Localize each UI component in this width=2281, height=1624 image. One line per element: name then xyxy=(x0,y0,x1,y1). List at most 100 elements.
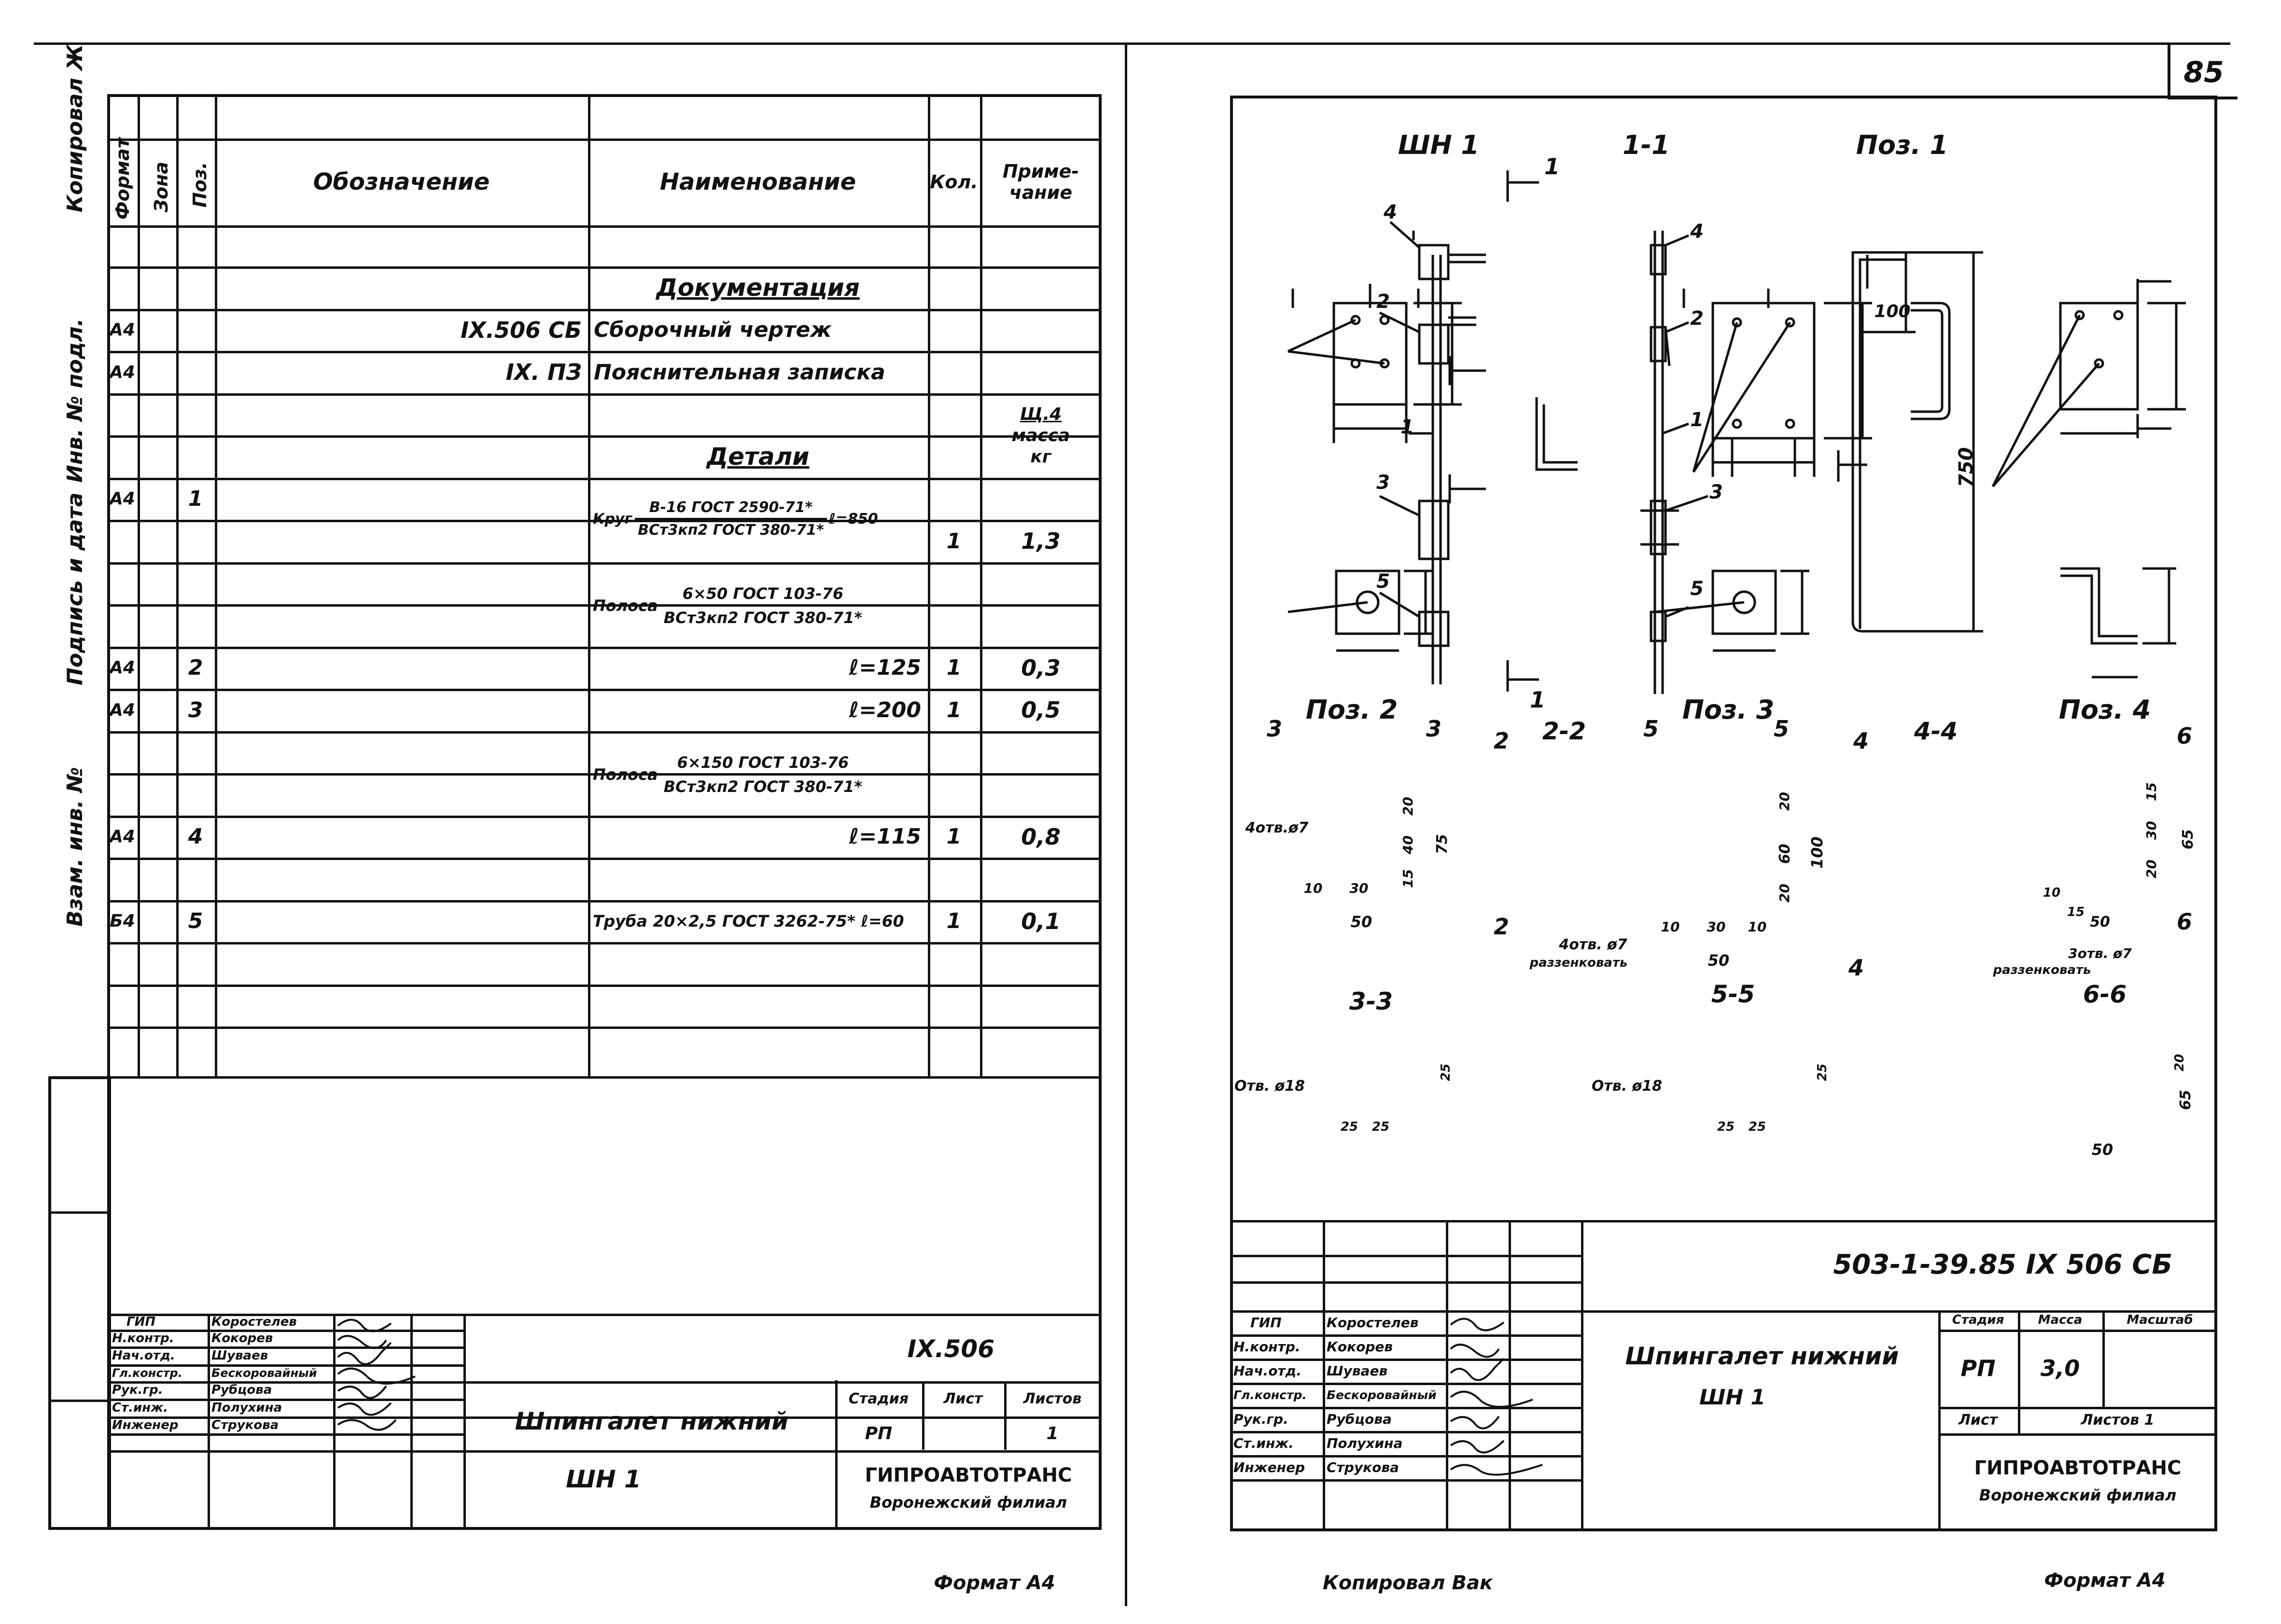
callout-2-assembly: 2 xyxy=(1376,291,1390,313)
right-title-l2: ШН 1 xyxy=(1699,1385,1766,1410)
p1-qty: 1 xyxy=(946,528,962,554)
pos2-dim-10: 10 xyxy=(1303,880,1323,896)
p2-format: А4 xyxy=(110,658,135,678)
right-scale-h: Масштаб xyxy=(2127,1313,2193,1327)
pos3-dim-20b: 20 xyxy=(1777,884,1792,902)
p3-format: А4 xyxy=(110,700,135,720)
cut-1-bottom: 1 xyxy=(1529,687,1545,713)
label-sec44: 4-4 xyxy=(1914,717,1958,745)
strip1-top: 6×50 ГОСТ 103-76 xyxy=(660,584,866,607)
callout-2-section: 2 xyxy=(1690,307,1704,330)
section-4-4-view xyxy=(1911,302,1951,420)
r1-designation: IX.506 СБ xyxy=(461,317,582,343)
strip2-top: 6×150 ГОСТ 103-76 xyxy=(660,753,866,776)
callout-3-section: 3 xyxy=(1709,481,1723,503)
hdr-qty: Кол. xyxy=(930,171,978,193)
pos3-holes: 4отв. ø7 xyxy=(1559,936,1627,953)
s33-hole: Отв. ø18 xyxy=(1234,1077,1305,1095)
right-name-6: Струкова xyxy=(1327,1459,1399,1475)
s33-d25b: 25 xyxy=(1371,1120,1390,1134)
section-6-6-view xyxy=(2060,567,2176,679)
cut-6-bottom: 6 xyxy=(2176,909,2192,935)
left-stage-h: Стадия xyxy=(848,1390,909,1407)
cut-6-top: 6 xyxy=(2176,723,2192,749)
p2-mass: 0,3 xyxy=(1021,654,1061,681)
s33-d25c: 25 xyxy=(1439,1063,1453,1081)
left-title-l1: Шпингалет нижний xyxy=(515,1407,789,1435)
right-stage: РП xyxy=(1960,1355,1996,1381)
margin-stamp-2: Инв. № подл. xyxy=(63,318,87,483)
right-role-4: Рук.гр. xyxy=(1233,1411,1288,1427)
pos2-dim-75: 75 xyxy=(1434,834,1451,854)
callout-1-assembly: 1 xyxy=(1400,416,1414,438)
right-sheet-h: Лист xyxy=(1958,1412,1998,1429)
p4-len: ℓ=115 xyxy=(849,824,921,849)
p4-format: А4 xyxy=(110,827,135,847)
left-name-4: Рубцова xyxy=(211,1383,272,1397)
pos3-dim-100: 100 xyxy=(1808,836,1826,869)
s66-d20: 20 xyxy=(2172,1054,2187,1071)
right-signatures xyxy=(1450,1318,1543,1476)
hdr-name: Наименование xyxy=(659,168,856,195)
s55-d25b: 25 xyxy=(1748,1120,1766,1134)
p5-name: Труба 20×2,5 ГОСТ 3262-75* ℓ=60 xyxy=(593,912,904,930)
top-rule xyxy=(34,42,2230,45)
s55-hole: Отв. ø18 xyxy=(1591,1077,1663,1095)
left-role-3: Гл.констр. xyxy=(112,1366,182,1380)
p3-qty: 1 xyxy=(946,697,962,722)
cut-4-bottom: 4 xyxy=(1848,955,1864,981)
s33-d25a: 25 xyxy=(1340,1120,1358,1134)
section-docs: Документация xyxy=(656,274,860,302)
right-name-2: Шуваев xyxy=(1327,1362,1388,1379)
pos4-dim-15b: 15 xyxy=(2067,905,2085,919)
label-sec55: 5-5 xyxy=(1711,980,1755,1008)
right-name-4: Рубцова xyxy=(1327,1411,1392,1427)
right-code: 503-1-39.85 IX 506 СБ xyxy=(1833,1249,2172,1280)
p5-pos: 5 xyxy=(188,909,203,933)
cut-3-right: 3 xyxy=(1426,716,1441,742)
pos4-dim-15: 15 xyxy=(2143,782,2159,801)
left-name-0: Коростелев xyxy=(211,1315,297,1329)
right-stage-h: Стадия xyxy=(1952,1313,2004,1327)
r2-name: Пояснительная записка xyxy=(594,360,885,385)
left-format-label: Формат А4 xyxy=(934,1572,1055,1594)
left-signatures xyxy=(337,1319,416,1431)
strip2-material: Полоса 6×150 ГОСТ 103-76 ВСт3кп2 ГОСТ 38… xyxy=(593,738,931,811)
left-sheets-h: Листов xyxy=(1023,1390,1082,1407)
left-name-6: Струкова xyxy=(211,1417,279,1432)
left-role-1: Н.контр. xyxy=(112,1331,174,1346)
p5-qty: 1 xyxy=(946,909,962,933)
label-sec33: 3-3 xyxy=(1349,987,1393,1015)
cut-2-bottom: 2 xyxy=(1493,914,1509,940)
left-sheets: 1 xyxy=(1046,1423,1059,1444)
left-role-5: Ст.инж. xyxy=(112,1400,168,1415)
pos2-dim-30: 30 xyxy=(1349,880,1369,896)
p4-mass: 0,8 xyxy=(1021,823,1061,850)
cut-1-top: 1 xyxy=(1544,153,1560,180)
pos4-dim-50: 50 xyxy=(2090,913,2110,930)
callout-4-section: 4 xyxy=(1690,221,1704,243)
right-role-6: Инженер xyxy=(1233,1459,1305,1475)
s66-d50: 50 xyxy=(2091,1140,2113,1159)
pos4-dim-30: 30 xyxy=(2143,821,2159,840)
right-role-2: Нач.отд. xyxy=(1233,1362,1301,1379)
left-name-1: Кокорев xyxy=(211,1331,273,1346)
left-org: ГИПРОАВТОТРАНС Воронежский филиал xyxy=(865,1464,1072,1512)
callout-5-assembly: 5 xyxy=(1376,570,1390,593)
r1-name: Сборочный чертеж xyxy=(594,318,832,342)
pos4-dim-20: 20 xyxy=(2143,860,2159,878)
hdr-format: Формат xyxy=(112,138,133,220)
p2-qty: 1 xyxy=(946,655,962,680)
left-name-3: Бескоровайный xyxy=(211,1366,317,1380)
cut-2-top: 2 xyxy=(1493,728,1509,754)
pos3-dim-60: 60 xyxy=(1777,844,1793,864)
p4-pos: 4 xyxy=(188,824,203,849)
pos4-dim-10: 10 xyxy=(2043,886,2061,900)
hdr-designation: Обозначение xyxy=(313,168,490,195)
p1-material: Круг В-16 ГОСТ 2590-71* ВСт3кп2 ГОСТ 380… xyxy=(593,499,878,539)
p1-bot: ВСт3кп2 ГОСТ 380-71* xyxy=(638,522,824,539)
p1-mass: 1,3 xyxy=(1021,528,1061,554)
left-role-0: ГИП xyxy=(126,1315,156,1329)
assembly-view xyxy=(1379,221,1486,684)
hdr-note: Приме- чание xyxy=(980,139,1102,225)
